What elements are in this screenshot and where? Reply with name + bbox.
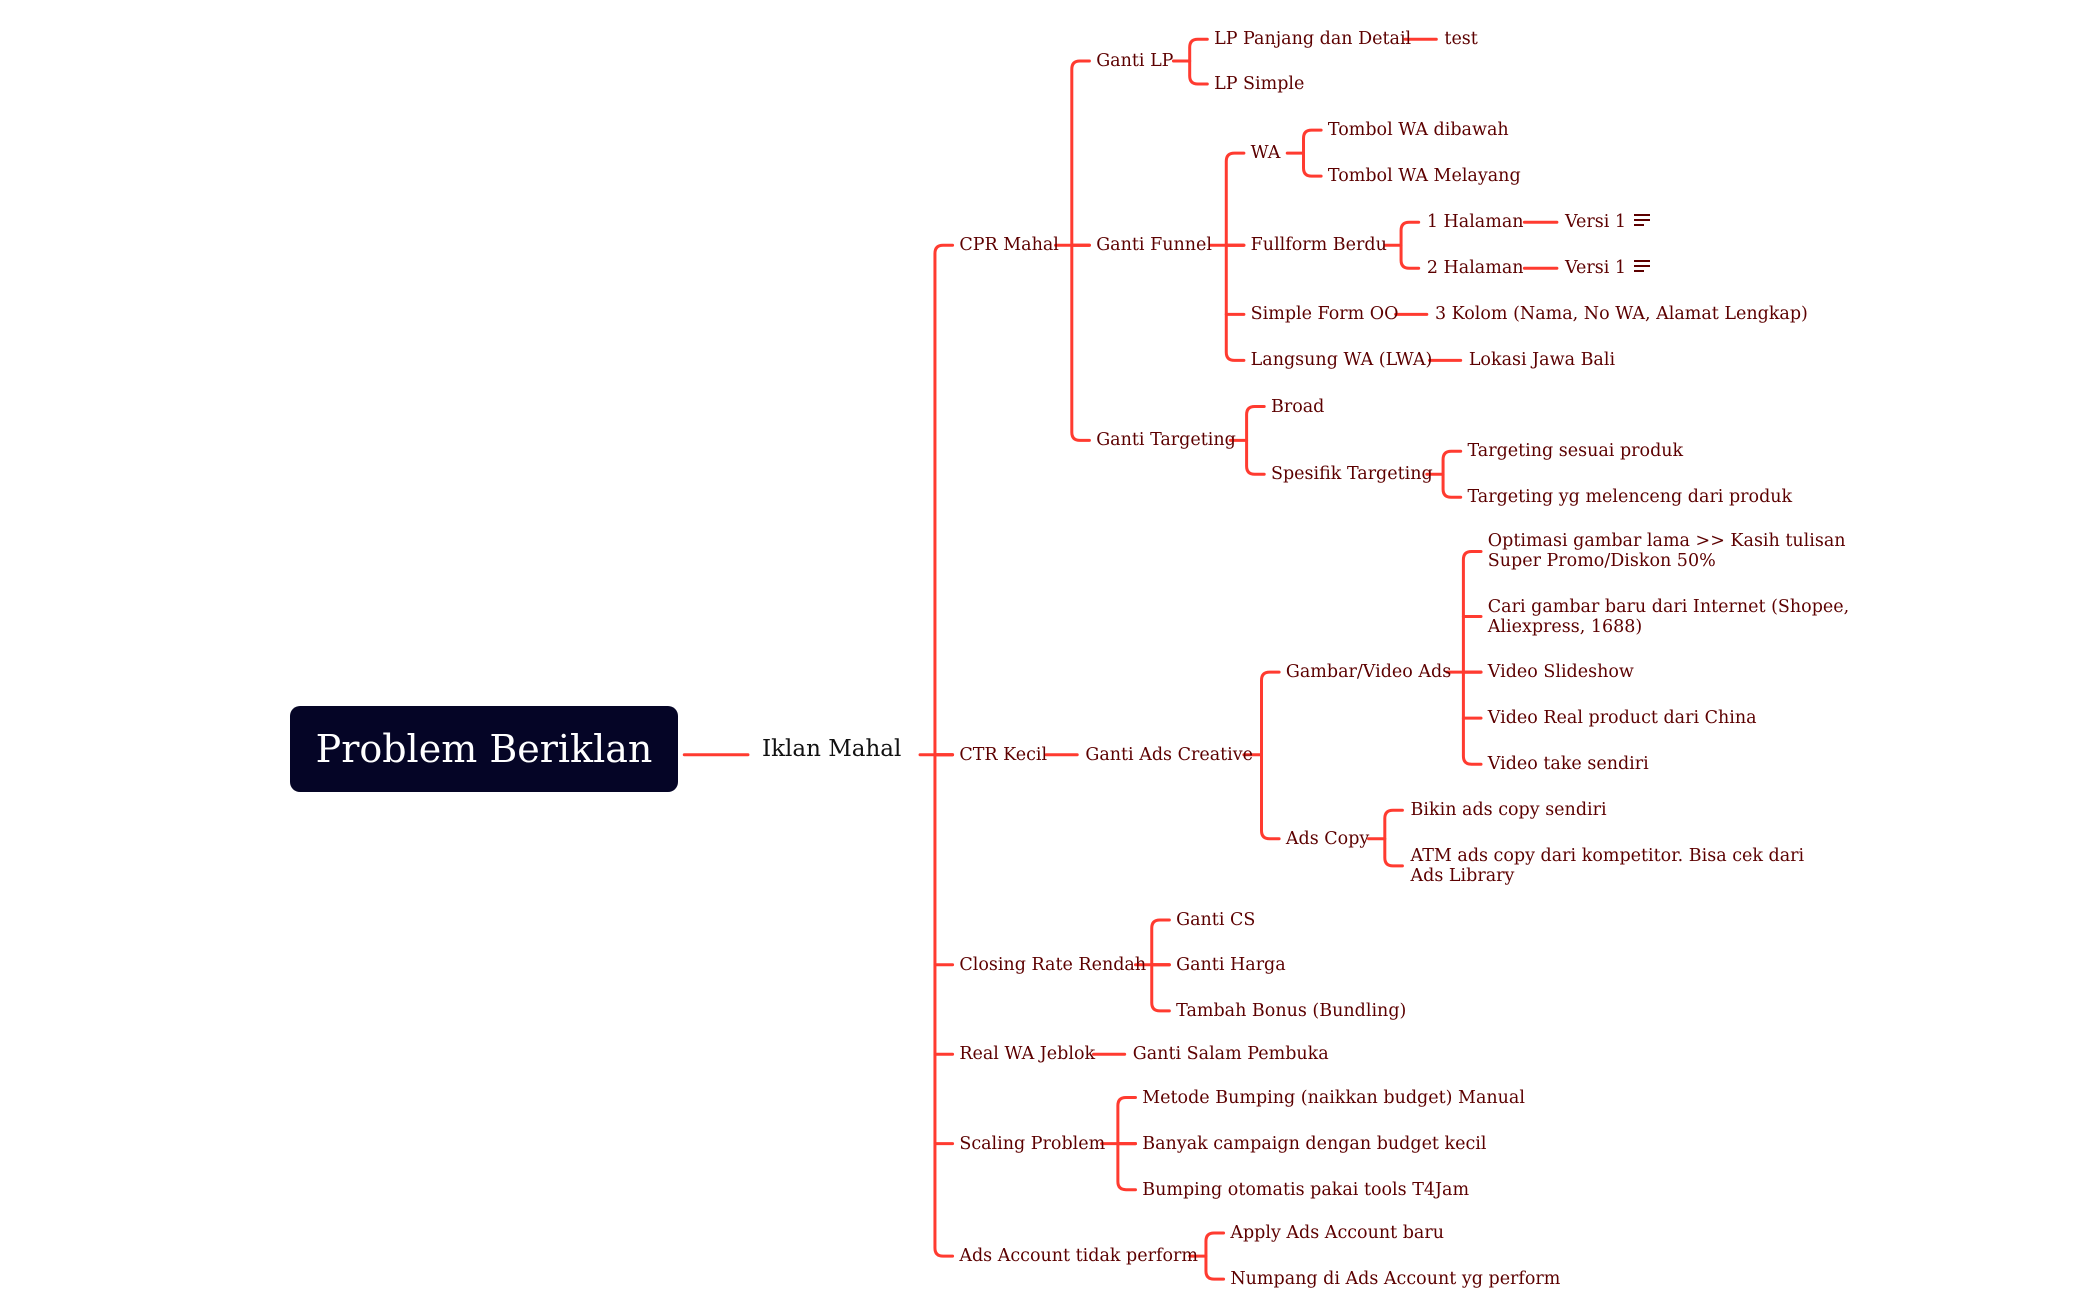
topic-bikin-ads-copy[interactable]: Bikin ads copy sendiri bbox=[1410, 800, 1607, 821]
fullform-bracket bbox=[1399, 220, 1421, 270]
topic-gambar-video-ads[interactable]: Gambar/Video Ads bbox=[1285, 662, 1452, 683]
topic-video-slideshow[interactable]: Video Slideshow bbox=[1487, 662, 1634, 683]
topic-simple-form[interactable]: Simple Form OO bbox=[1250, 304, 1399, 325]
topic-ganti-targeting[interactable]: Ganti Targeting bbox=[1096, 430, 1236, 451]
topic-ads-account[interactable]: Ads Account tidak perform bbox=[959, 1246, 1198, 1267]
topic-apply-ads[interactable]: Apply Ads Account baru bbox=[1230, 1223, 1444, 1244]
topic-tambah-bonus[interactable]: Tambah Bonus (Bundling) bbox=[1176, 1000, 1407, 1021]
topic-halaman-2[interactable]: 2 Halaman bbox=[1426, 258, 1524, 279]
topic-lokasi-jawa-bali[interactable]: Lokasi Jawa Bali bbox=[1468, 350, 1616, 371]
topic-fullform-berdu[interactable]: Fullform Berdu bbox=[1250, 235, 1387, 256]
root-topic-label: Problem Beriklan bbox=[315, 727, 653, 771]
topic-video-real[interactable]: Video Real product dari China bbox=[1487, 708, 1757, 729]
ads-account-bracket bbox=[1204, 1231, 1226, 1281]
topic-tombol-wa-melayang[interactable]: Tombol WA Melayang bbox=[1327, 166, 1521, 187]
note-lines-icon[interactable] bbox=[1634, 260, 1651, 274]
topic-ganti-harga[interactable]: Ganti Harga bbox=[1176, 954, 1286, 975]
topic-real-wa[interactable]: Real WA Jeblok bbox=[959, 1044, 1096, 1065]
funnel-bracket bbox=[1224, 151, 1246, 362]
targeting-bracket bbox=[1245, 405, 1266, 476]
topic-optimasi-gambar[interactable]: Optimasi gambar lama >> Kasih tulisan Su… bbox=[1487, 531, 1846, 572]
topic-broad[interactable]: Broad bbox=[1270, 396, 1325, 417]
topic-ganti-salam[interactable]: Ganti Salam Pembuka bbox=[1132, 1044, 1329, 1065]
topic-targeting-sesuai[interactable]: Targeting sesuai produk bbox=[1467, 441, 1684, 462]
root-topic[interactable]: Problem Beriklan bbox=[290, 706, 678, 792]
topic-spesifik-targeting[interactable]: Spesifik Targeting bbox=[1270, 464, 1433, 485]
spesifik-bracket bbox=[1441, 449, 1463, 499]
topic-scaling[interactable]: Scaling Problem bbox=[959, 1133, 1106, 1154]
topic-closing-rate[interactable]: Closing Rate Rendah bbox=[959, 954, 1147, 975]
cpr-bracket bbox=[1070, 59, 1091, 442]
topic-atm-ads-copy[interactable]: ATM ads copy dari kompetitor. Bisa cek d… bbox=[1410, 845, 1805, 886]
topic-ctr-kecil[interactable]: CTR Kecil bbox=[959, 744, 1048, 765]
topic-video-take[interactable]: Video take sendiri bbox=[1487, 754, 1649, 775]
ganti-lp-bracket bbox=[1188, 37, 1209, 86]
topic-test[interactable]: test bbox=[1444, 29, 1478, 50]
topic-tombol-wa-dibawah[interactable]: Tombol WA dibawah bbox=[1327, 120, 1509, 141]
topic-halaman-1[interactable]: 1 Halaman bbox=[1426, 212, 1524, 233]
topic-langsung-wa[interactable]: Langsung WA (LWA) bbox=[1250, 350, 1433, 371]
topic-metode-bumping[interactable]: Metode Bumping (naikkan budget) Manual bbox=[1142, 1087, 1525, 1108]
topic-versi-1a[interactable]: Versi 1 bbox=[1565, 212, 1627, 233]
topic-ganti-lp[interactable]: Ganti LP bbox=[1096, 50, 1174, 71]
topic-versi-1b[interactable]: Versi 1 bbox=[1565, 258, 1627, 279]
ads-creative-bracket bbox=[1260, 670, 1281, 841]
scaling-bracket bbox=[1116, 1096, 1137, 1192]
gambar-bracket bbox=[1461, 549, 1483, 766]
wa-bracket bbox=[1302, 128, 1323, 178]
note-lines-icon[interactable] bbox=[1634, 214, 1651, 228]
center-bracket bbox=[933, 243, 955, 1258]
topic-tiga-kolom[interactable]: 3 Kolom (Nama, No WA, Alamat Lengkap) bbox=[1434, 304, 1808, 325]
topic-ganti-ads-creative[interactable]: Ganti Ads Creative bbox=[1085, 744, 1254, 765]
topic-wa[interactable]: WA bbox=[1250, 143, 1281, 164]
closing-bracket bbox=[1150, 918, 1171, 1013]
topic-bumping-otomatis[interactable]: Bumping otomatis pakai tools T4Jam bbox=[1142, 1179, 1470, 1200]
topic-lp-panjang[interactable]: LP Panjang dan Detail bbox=[1214, 29, 1412, 50]
topic-ganti-cs[interactable]: Ganti CS bbox=[1176, 910, 1256, 931]
topic-cari-gambar[interactable]: Cari gambar baru dari Internet (Shopee, … bbox=[1487, 596, 1850, 637]
topic-numpang[interactable]: Numpang di Ads Account yg perform bbox=[1230, 1269, 1561, 1290]
central-topic-iklan-mahal[interactable]: Iklan Mahal bbox=[762, 736, 902, 762]
ads-copy-bracket bbox=[1383, 808, 1404, 868]
topic-banyak-campaign[interactable]: Banyak campaign dengan budget kecil bbox=[1142, 1133, 1487, 1154]
topic-ganti-funnel[interactable]: Ganti Funnel bbox=[1096, 235, 1212, 256]
topic-cpr-mahal[interactable]: CPR Mahal bbox=[959, 235, 1059, 256]
topic-targeting-melenceng[interactable]: Targeting yg melenceng dari produk bbox=[1467, 487, 1793, 508]
topic-ads-copy[interactable]: Ads Copy bbox=[1285, 828, 1370, 849]
topic-lp-simple[interactable]: LP Simple bbox=[1214, 74, 1305, 94]
